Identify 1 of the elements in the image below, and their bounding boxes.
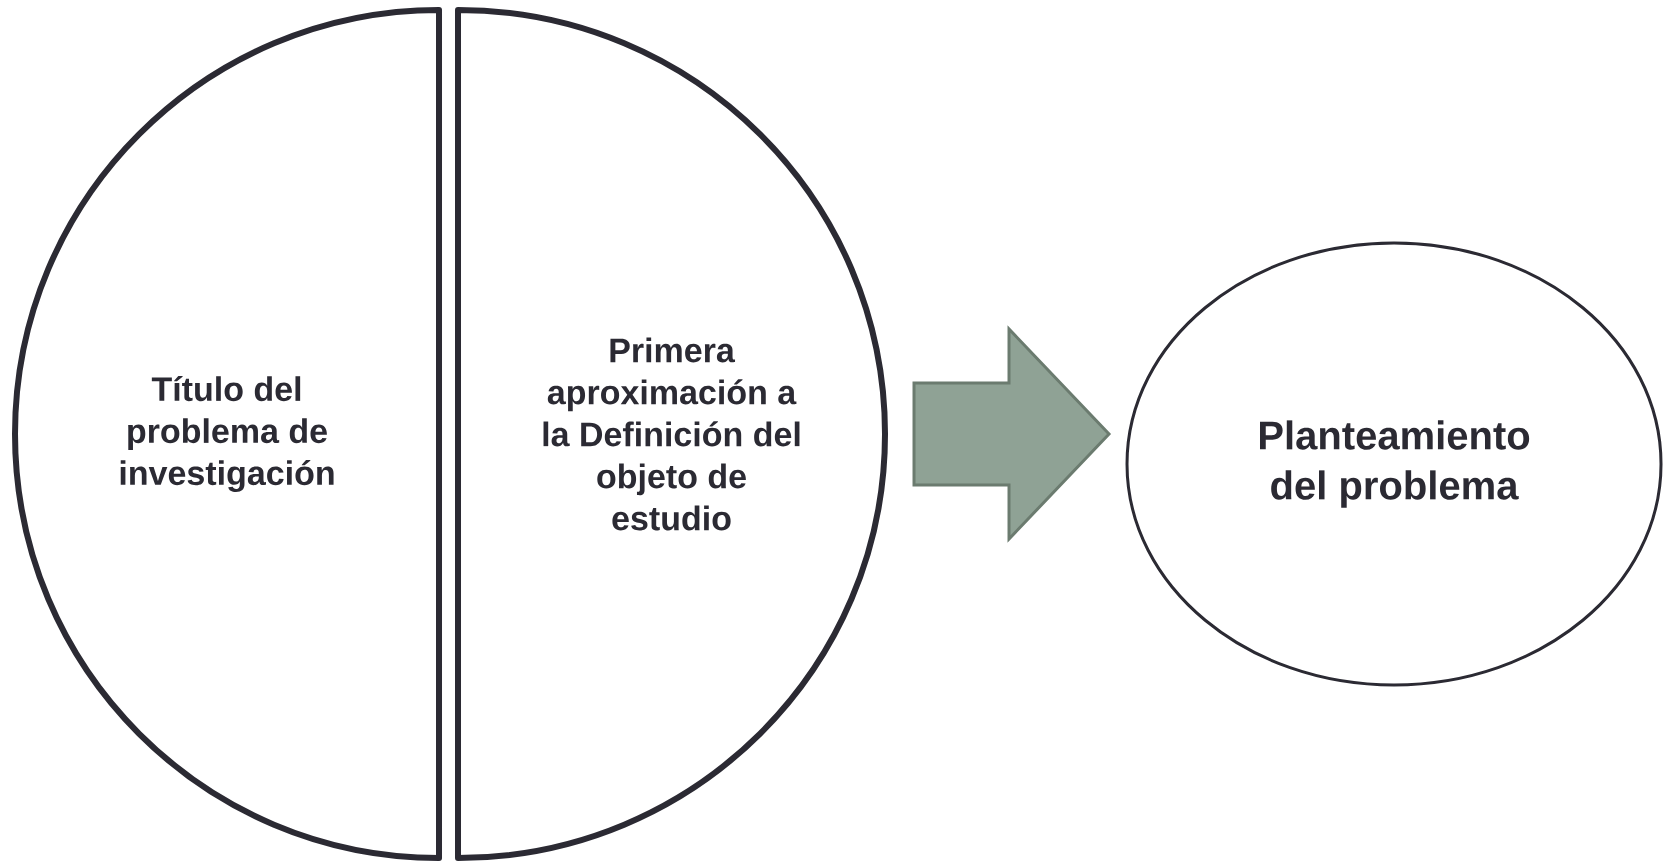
block-arrow <box>912 325 1112 543</box>
